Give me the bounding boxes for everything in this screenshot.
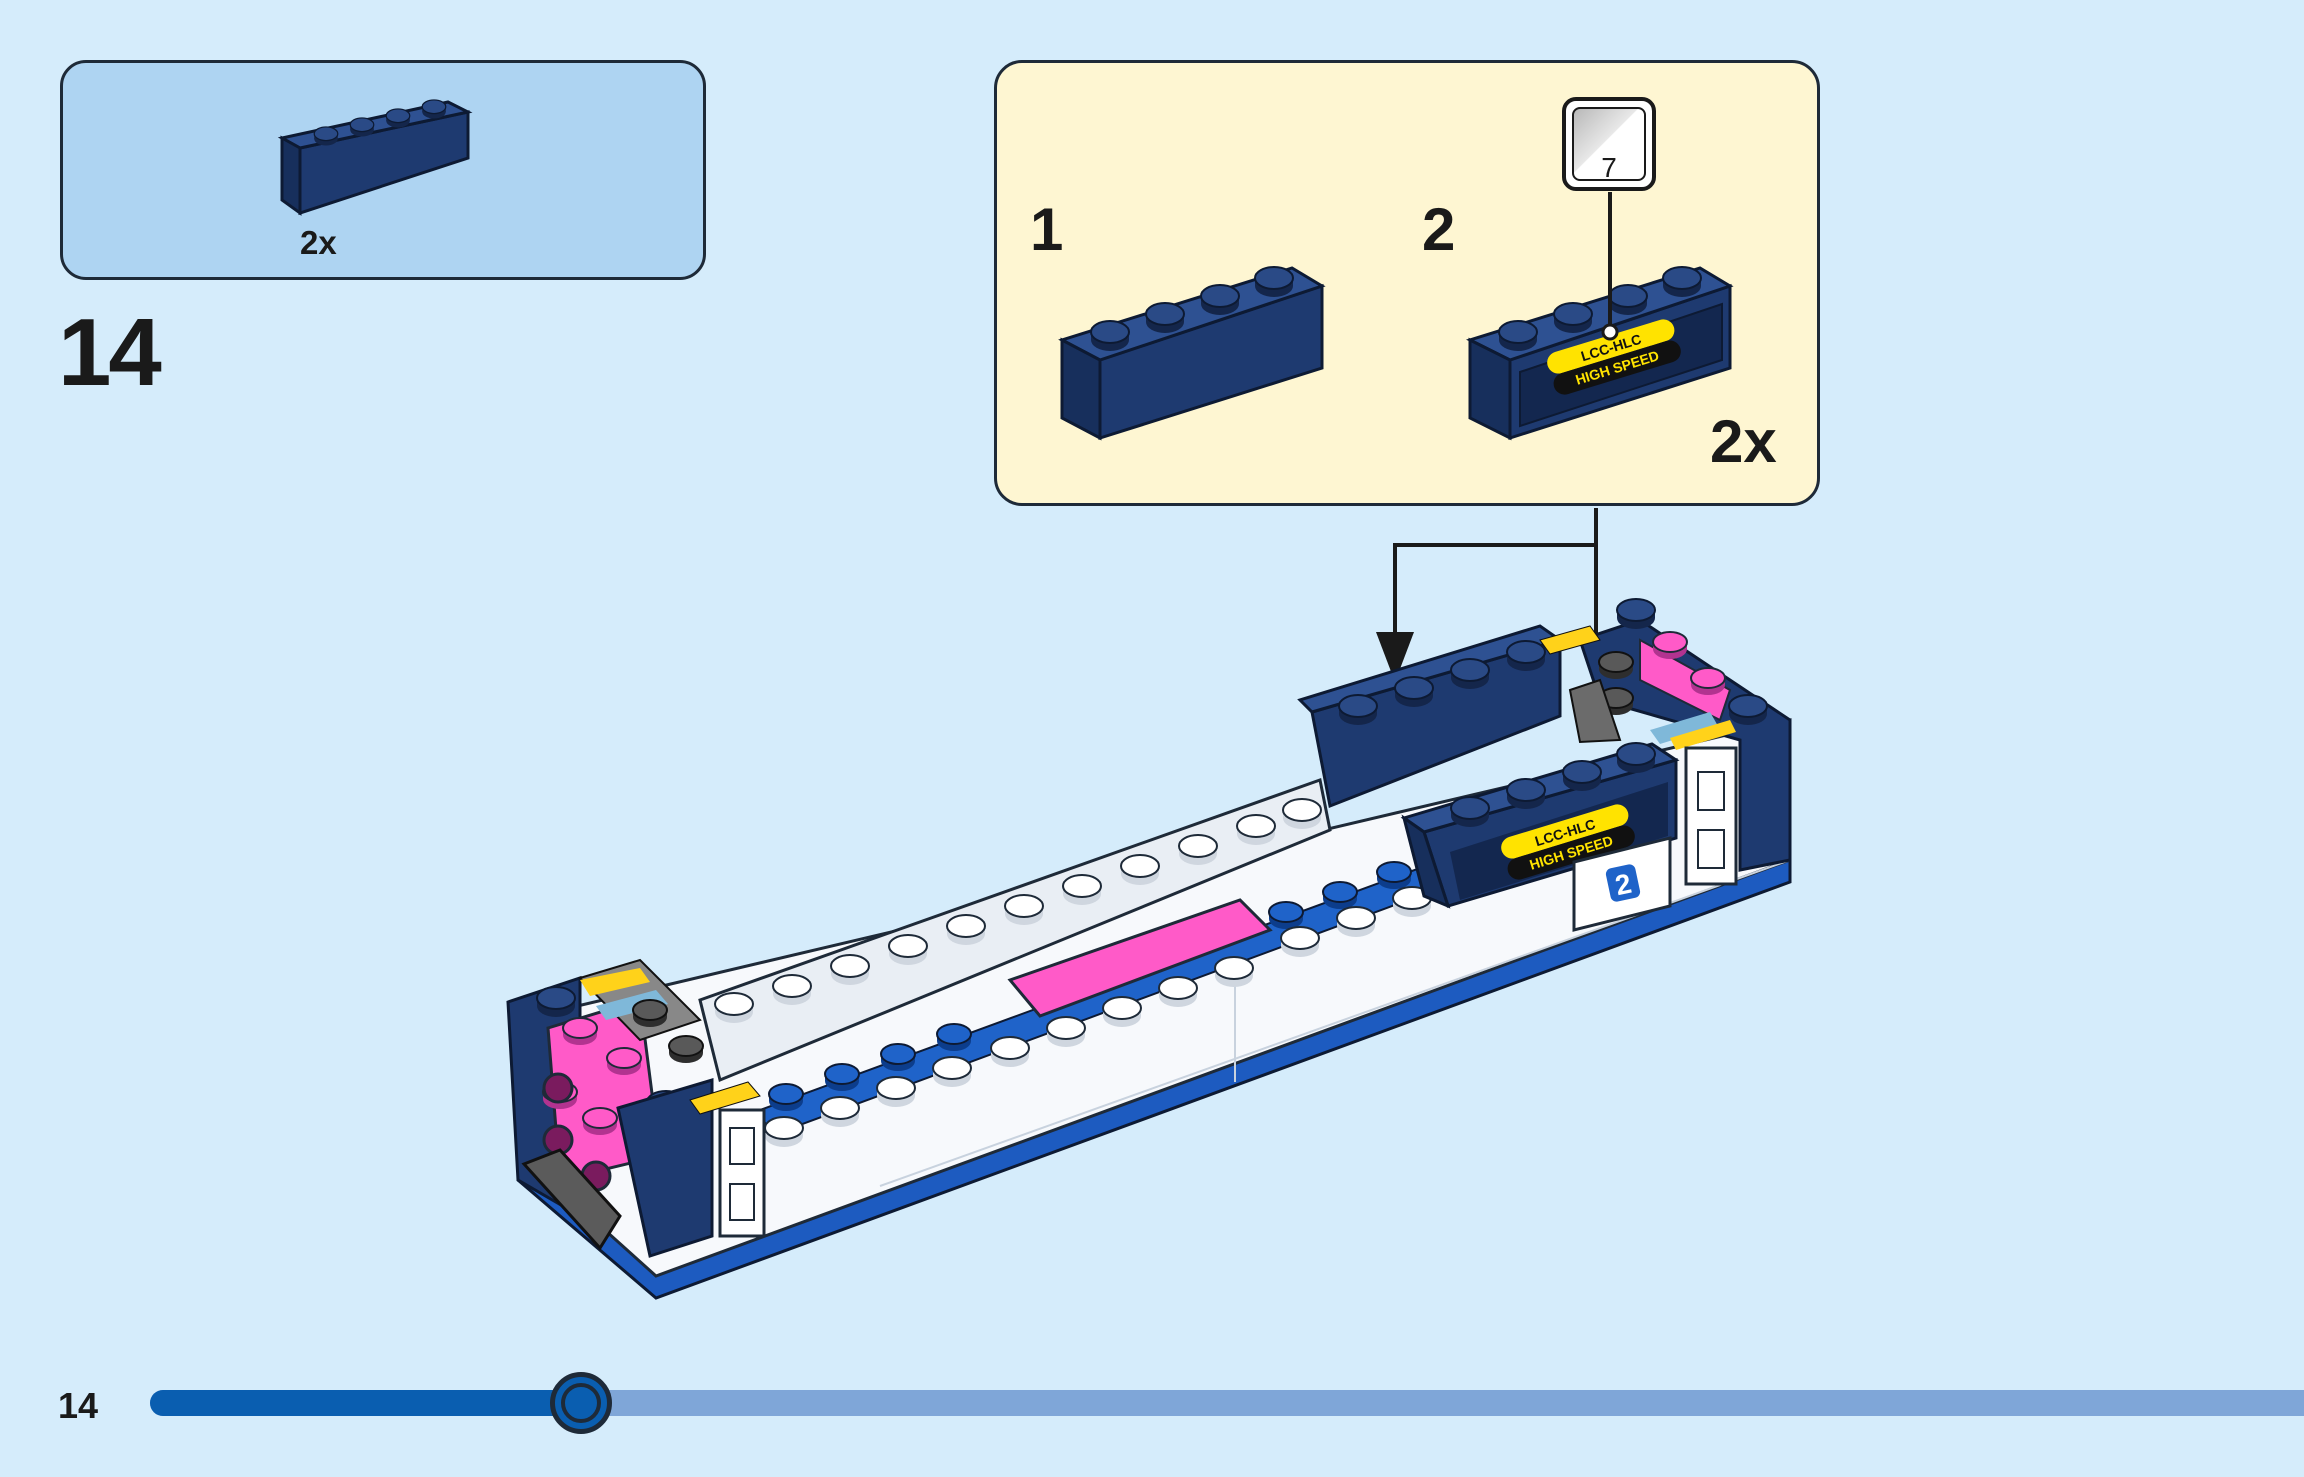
sub-assembly-multiplier: 2x xyxy=(1710,408,1777,475)
substep-2-number: 2 xyxy=(1422,196,1456,263)
substep-1-brick xyxy=(1058,266,1326,441)
parts-quantity: 2x xyxy=(300,224,337,261)
parts-brick-1x4 xyxy=(277,99,473,216)
door-number-label: 2 xyxy=(1612,868,1634,902)
sticker-peel-icon xyxy=(1572,107,1646,181)
sticker-reference: 7 xyxy=(1562,97,1656,191)
substep-1-number: 1 xyxy=(1030,196,1064,263)
tram-model: LCC-HLC HIGH SPEED 2 xyxy=(506,598,1792,1300)
sticker-number: 7 xyxy=(1601,152,1617,183)
arrow-head-left xyxy=(1376,632,1414,682)
progress-fill xyxy=(150,1390,581,1416)
step-number: 14 xyxy=(58,299,162,406)
page-number: 14 xyxy=(58,1385,99,1426)
progress-knob xyxy=(550,1372,612,1434)
substep-2-brick-with-sticker: LCC-HLC HIGH SPEED xyxy=(1466,266,1734,441)
sticker-leader-dot xyxy=(1601,323,1619,341)
